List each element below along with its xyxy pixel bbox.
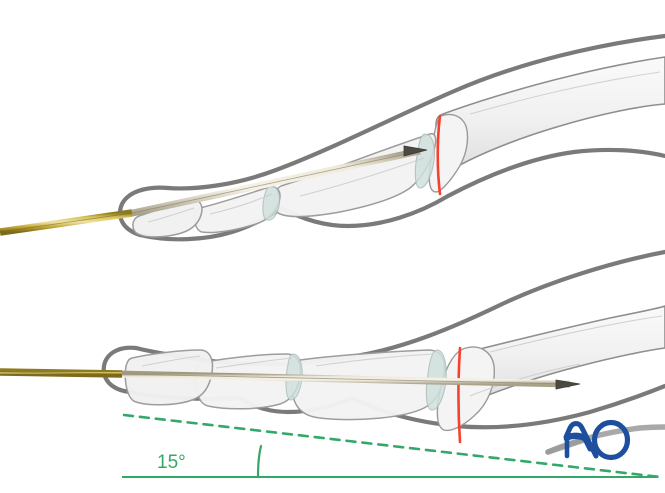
lower-kwire: [0, 368, 581, 390]
lower-fracture-line: [457, 346, 462, 444]
upper-cartilage-pip: [262, 185, 281, 221]
upper-kwire: [0, 145, 428, 236]
angle-arc-marker: [256, 444, 263, 479]
lower-kwire-tip: [555, 379, 581, 390]
upper-cartilage-mtp: [414, 133, 436, 189]
upper-kwire-tip: [403, 145, 428, 157]
angle-value-label: 15°: [157, 452, 186, 473]
upper-fracture-line: [436, 114, 442, 196]
logo-letter-o: [591, 419, 631, 461]
angle-dashed-axis: [122, 413, 662, 479]
